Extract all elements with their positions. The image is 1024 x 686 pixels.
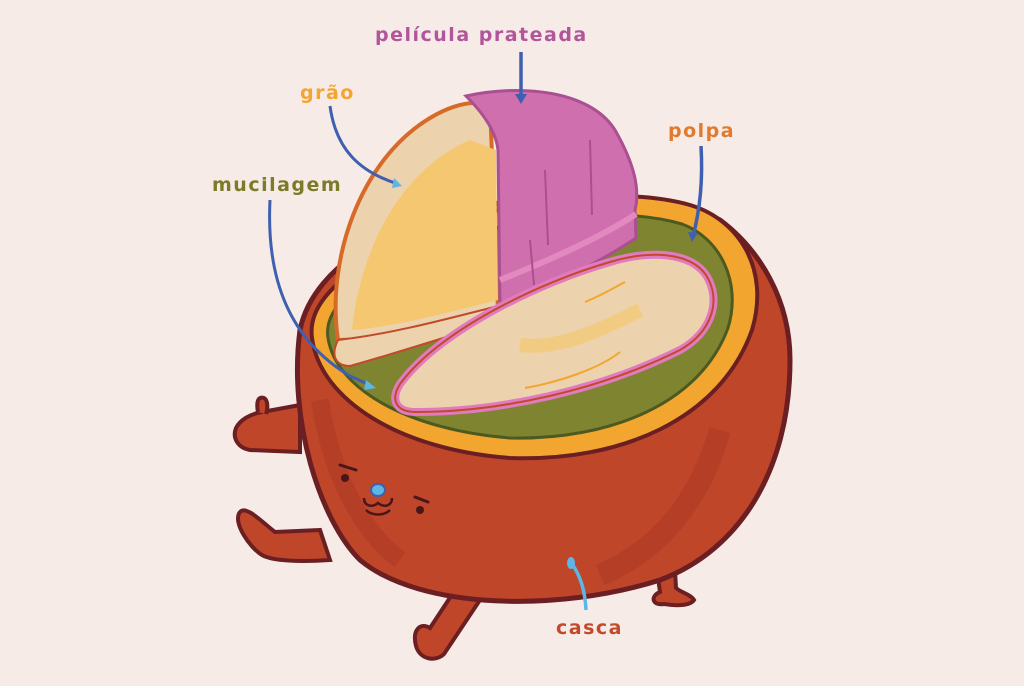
character-face xyxy=(338,463,430,516)
grao-bean-lying xyxy=(391,250,718,417)
arrow-grao xyxy=(328,105,399,186)
label-pelicula-prateada: película prateada xyxy=(375,24,588,46)
left-leg xyxy=(413,587,484,661)
label-arrows xyxy=(268,52,704,611)
label-grao: grão xyxy=(300,82,355,104)
label-mucilagem: mucilagem xyxy=(212,174,343,196)
label-casca: casca xyxy=(556,617,623,639)
nose-icon xyxy=(370,483,386,497)
grao-bean-upright xyxy=(333,100,502,368)
arrow-polpa xyxy=(691,145,704,237)
label-polpa: polpa xyxy=(668,120,736,142)
thumbs-up-arm xyxy=(232,395,302,455)
pelicula-prateada-silverskin xyxy=(463,88,639,309)
left-arm xyxy=(236,508,333,563)
arrow-mucilagem xyxy=(268,199,373,388)
